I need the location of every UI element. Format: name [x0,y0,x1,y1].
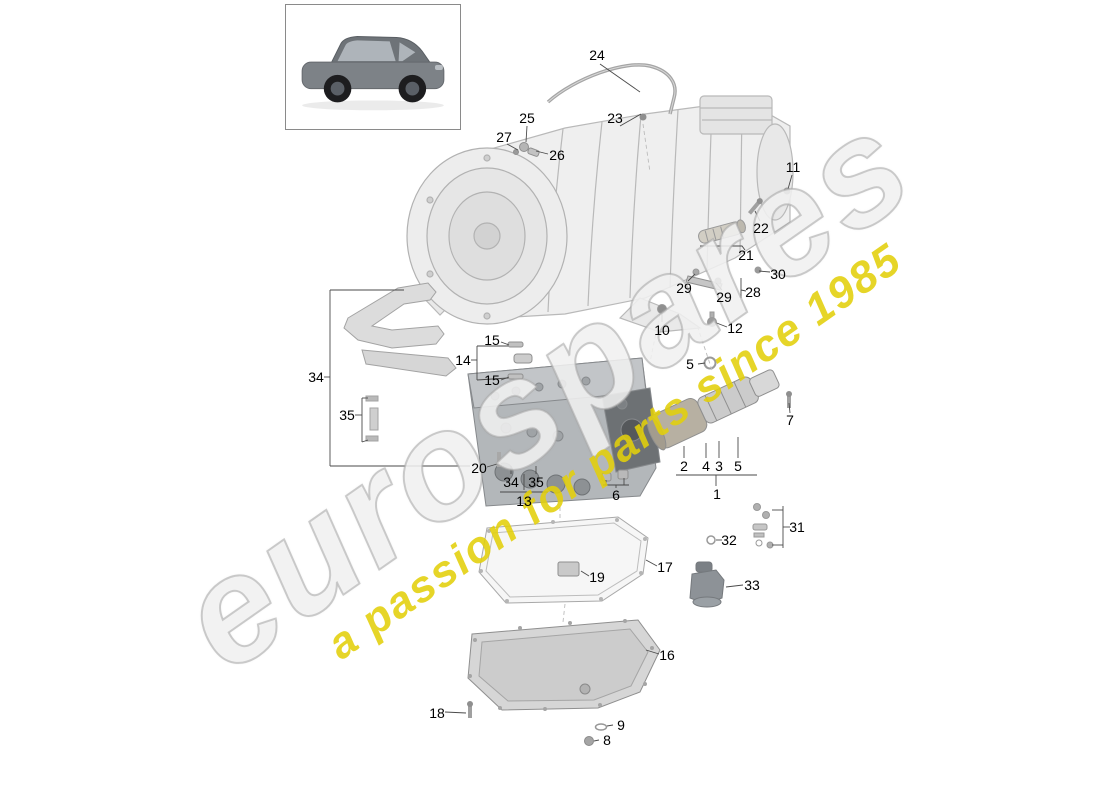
pan-gasket [478,516,649,604]
part-callout-10-12[interactable]: 10 [654,322,670,338]
part-callout-31-31[interactable]: 31 [789,519,805,535]
bell-housing [406,147,568,325]
part-callout-25-2[interactable]: 25 [519,110,535,126]
part-callout-16-36[interactable]: 16 [659,647,675,663]
part-callout-35-19[interactable]: 35 [339,407,355,423]
vehicle-illustration [301,35,445,111]
oil-pan [467,619,661,746]
tube-plug [639,113,647,121]
part-callout-21-7[interactable]: 21 [738,247,754,263]
part-callout-7-30[interactable]: 7 [786,412,794,428]
vehicle-thumbnail[interactable] [285,4,461,130]
small-fasteners [747,187,792,408]
part-callout-23-1[interactable]: 23 [607,110,623,126]
part-callout-22-6[interactable]: 22 [753,220,769,236]
construction-lines [559,123,713,623]
drain-plug-boss [579,683,591,695]
valve-body-bolts [507,341,629,482]
part-callout-12-13[interactable]: 12 [727,320,743,336]
pan-magnet [557,561,580,577]
part-callout-5-28[interactable]: 5 [734,458,742,474]
valve-body [467,357,661,507]
part-callout-18-37[interactable]: 18 [429,705,445,721]
part-callout-30-8[interactable]: 30 [770,266,786,282]
filler-tube [546,63,677,121]
part-callout-6-24[interactable]: 6 [612,487,620,503]
part-callout-8-39[interactable]: 8 [603,732,611,748]
part-callout-3-27[interactable]: 3 [715,458,723,474]
breather [689,561,725,608]
part-callout-14-15[interactable]: 14 [455,352,471,368]
part-callout-34-21[interactable]: 34 [503,474,519,490]
part-callout-19-34[interactable]: 19 [589,569,605,585]
part-callout-17-33[interactable]: 17 [657,559,673,575]
part-callout-2-25[interactable]: 2 [680,458,688,474]
harness-bracket [343,282,457,442]
part-callout-13-23[interactable]: 13 [516,493,532,509]
seal-kit-cluster [706,503,774,549]
part-callout-35-22[interactable]: 35 [528,474,544,490]
part-callout-9-38[interactable]: 9 [617,717,625,733]
part-callout-28-9[interactable]: 28 [745,284,761,300]
part-callout-20-20[interactable]: 20 [471,460,487,476]
part-callout-32-32[interactable]: 32 [721,532,737,548]
part-callout-15-14[interactable]: 15 [484,332,500,348]
part-callout-34-18[interactable]: 34 [308,369,324,385]
part-callout-5-17[interactable]: 5 [686,356,694,372]
part-callout-26-4[interactable]: 26 [549,147,565,163]
part-callout-4-26[interactable]: 4 [702,458,710,474]
clip-cluster [513,142,540,157]
part-callout-27-3[interactable]: 27 [496,129,512,145]
part-callout-11-5[interactable]: 11 [785,159,801,175]
part-callout-29-11[interactable]: 29 [716,289,732,305]
part-callout-15-16[interactable]: 15 [484,372,500,388]
leader-lines [324,63,793,742]
part-callout-33-35[interactable]: 33 [744,577,760,593]
part-callout-1-29[interactable]: 1 [713,486,721,502]
part-callout-29-10[interactable]: 29 [676,280,692,296]
accumulator [657,219,746,327]
part-callout-24-0[interactable]: 24 [589,47,605,63]
